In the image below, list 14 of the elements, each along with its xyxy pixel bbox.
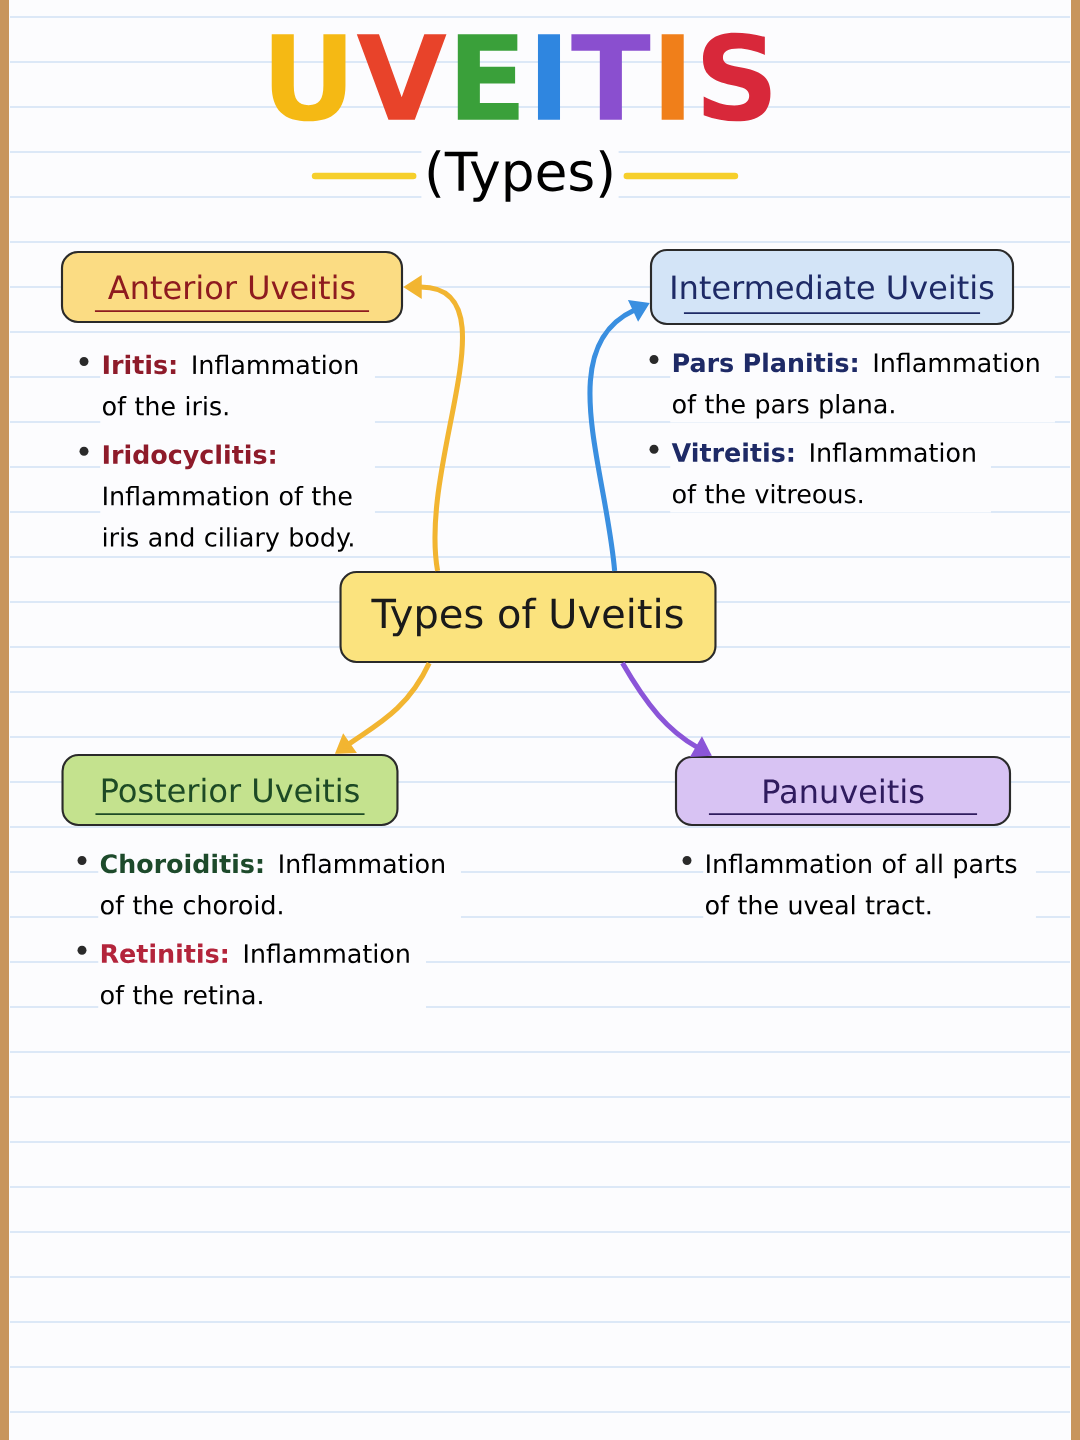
bullet-text: Vitreitis: Inflammation of the vitreous. <box>670 439 991 513</box>
bullet-text: Pars Planitis: Inflammation of the pars plana. <box>670 349 1055 423</box>
central-box: Types of Uveitis <box>339 570 717 664</box>
bullet-text: Iridocyclitis: Inflammation of the iris and ciliary body. <box>100 441 375 556</box>
heading-box: Posterior Uveitis <box>61 753 399 827</box>
bullet-text: Choroiditis: Inflammation of the choroid. <box>98 850 461 924</box>
heading-box: Panuveitis <box>674 755 1012 827</box>
bullet-text: Inflammation of all parts of the uveal tract. <box>703 850 1036 924</box>
bullet-text: Iritis: Inflammation of the iris. <box>100 351 375 425</box>
bullet-text: Retinitis: Inflammation of the retina. <box>98 940 426 1014</box>
subtitle: (Types) <box>421 147 619 205</box>
heading-box: Intermediate Uveitis <box>649 248 1015 326</box>
heading-box: Anterior Uveitis <box>60 250 404 324</box>
title: UVEITIS <box>271 32 771 122</box>
